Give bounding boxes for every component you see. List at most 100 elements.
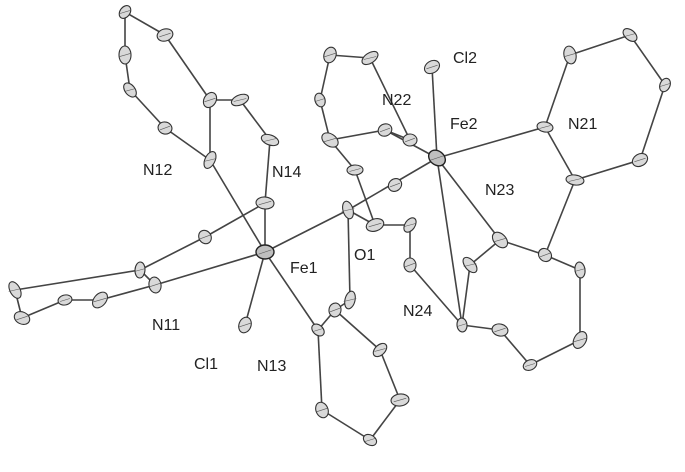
label-o1: O1 — [354, 247, 376, 264]
atom-hatch — [204, 97, 216, 103]
atom-c41 — [365, 218, 385, 232]
bond-c19-c18 — [321, 409, 371, 441]
atom-hatch — [313, 328, 323, 332]
bond-c32-n21 — [544, 126, 576, 181]
atom-hatch — [539, 125, 551, 129]
bond-fe1-o1 — [264, 209, 349, 253]
bond-c29-c28 — [569, 34, 631, 56]
atom-c26 — [361, 50, 379, 66]
bond-c28-c30 — [629, 34, 666, 86]
label-n22: N22 — [382, 92, 412, 109]
atom-c30 — [659, 77, 671, 93]
bond-n14-c8 — [264, 139, 271, 204]
atom-n14 — [255, 196, 275, 210]
atom-c25 — [323, 46, 337, 64]
atom-hatch — [374, 348, 386, 352]
atom-c19 — [315, 401, 329, 419]
atom-c33 — [537, 247, 553, 263]
bond-n21-c29 — [544, 54, 571, 128]
atom-c5 — [118, 45, 132, 65]
atom-hatch — [624, 33, 636, 37]
bond-n22-c23 — [329, 129, 386, 141]
atom-hatch — [329, 307, 341, 313]
atom-n24 — [456, 317, 468, 333]
atom-c3 — [157, 121, 173, 135]
atom-c24 — [314, 92, 326, 108]
label-fe1: Fe1 — [290, 260, 318, 277]
atom-n13 — [311, 323, 325, 337]
atom-c38 — [462, 256, 478, 274]
atom-hatch — [404, 262, 416, 268]
atom-hatch — [118, 52, 132, 58]
atom-hatch — [203, 158, 217, 162]
label-n21: N21 — [568, 116, 598, 133]
bond-c6-c7 — [124, 11, 166, 36]
atom-c40 — [403, 217, 417, 233]
bond-c36-c37 — [499, 329, 531, 366]
atom-hatch — [463, 263, 477, 267]
bond-n24-c38 — [461, 264, 471, 326]
atom-hatch — [389, 182, 401, 188]
atom-hatch — [365, 438, 375, 442]
atom-cl2 — [423, 59, 441, 75]
atom-n22 — [377, 123, 393, 137]
atom-fe1 — [255, 244, 275, 260]
atom-c21 — [387, 178, 403, 192]
atom-hatch — [660, 83, 670, 87]
atom-hatch — [93, 297, 107, 303]
atom-c35 — [572, 331, 588, 349]
atom-hatch — [16, 315, 28, 321]
bond-c31-c32 — [574, 159, 641, 181]
atom-c32 — [565, 174, 585, 186]
atom-n11 — [148, 276, 162, 294]
atom-c6 — [118, 5, 132, 19]
bond-c14-c10 — [14, 269, 141, 291]
atom-hatch — [324, 52, 336, 58]
atom-c37 — [491, 323, 509, 337]
atom-c7 — [156, 28, 174, 42]
atom-hatch — [404, 223, 416, 227]
atom-hatch — [404, 137, 416, 143]
atom-hatch — [263, 138, 277, 142]
atom-c28 — [622, 28, 638, 42]
atom-hatch — [349, 168, 361, 172]
bonds-group — [14, 11, 666, 441]
atom-hatch — [60, 298, 70, 302]
atom-hatch — [120, 10, 130, 14]
atom-c1 — [202, 91, 218, 109]
atom-c34 — [574, 261, 586, 279]
bond-c7-c1 — [164, 34, 211, 101]
atom-c9 — [198, 229, 212, 245]
atom-hatch — [368, 222, 382, 228]
bond-fe1-n12 — [209, 159, 266, 253]
atom-hatch — [568, 178, 582, 182]
bond-c32-c33 — [544, 179, 576, 256]
bond-n12-c3 — [164, 127, 211, 161]
bond-c17-c16 — [379, 349, 401, 401]
bond-c8-c2 — [239, 99, 271, 141]
atom-hatch — [574, 268, 586, 272]
atom-c31 — [631, 152, 649, 168]
atom-c12 — [57, 294, 73, 306]
label-cl1: Cl1 — [194, 356, 219, 373]
bond-fe2-cl2 — [431, 66, 438, 159]
atom-hatch — [393, 397, 407, 403]
label-n23: N23 — [485, 182, 515, 199]
bond-c9-c10 — [139, 236, 206, 271]
label-n14: N14 — [272, 164, 302, 181]
atom-c22 — [346, 164, 364, 176]
atom-n21 — [536, 121, 554, 133]
atom-hatch — [316, 407, 328, 413]
label-n13: N13 — [257, 358, 287, 375]
atom-c4 — [123, 82, 137, 98]
atom-hatch — [323, 137, 337, 143]
bond-fe2-n21 — [436, 126, 546, 159]
atom-hatch — [573, 337, 587, 343]
atom-hatch — [315, 98, 325, 102]
bond-n13-c19 — [317, 329, 323, 411]
atom-c8 — [260, 133, 280, 147]
label-n24: N24 — [403, 303, 433, 320]
bond-c16-c15 — [334, 309, 381, 351]
